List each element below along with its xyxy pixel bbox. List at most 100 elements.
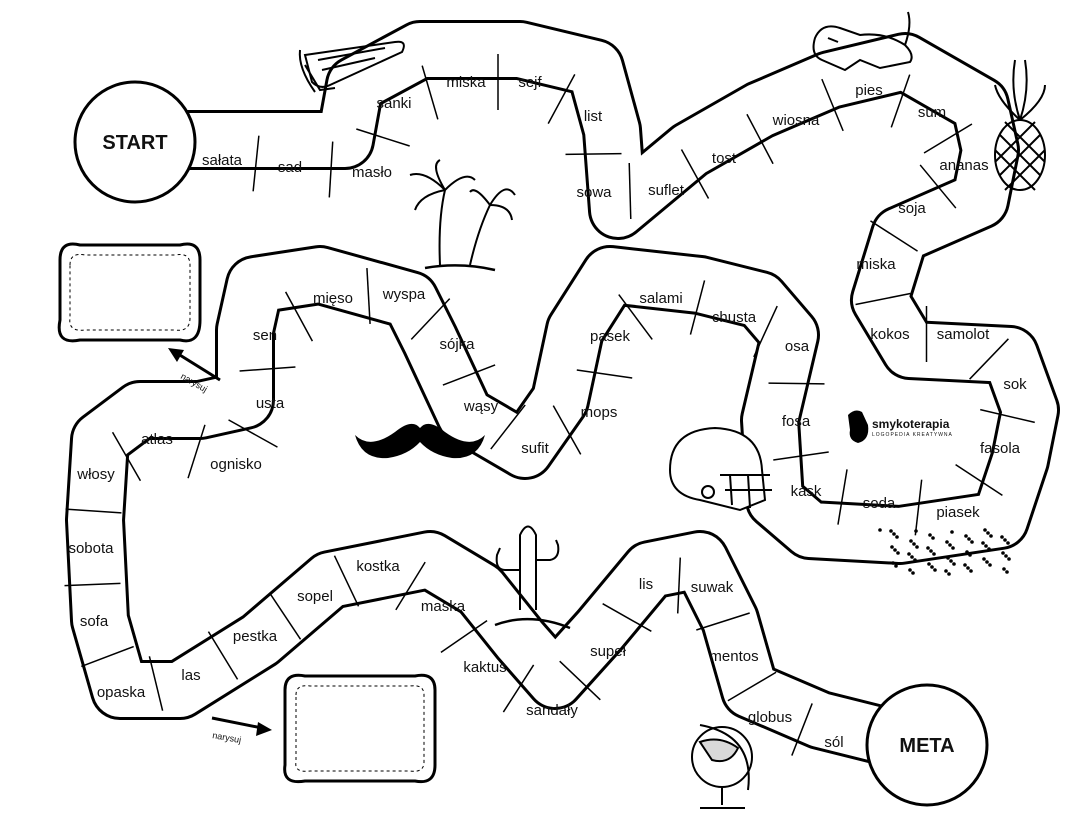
board-cell: mops <box>581 404 618 421</box>
board-cell: maska <box>421 598 466 615</box>
sand-dot <box>963 563 967 567</box>
cell-divider <box>768 382 825 385</box>
start-space: START <box>73 80 197 204</box>
board-cell: sen <box>253 327 277 344</box>
board-cell: sandały <box>526 702 578 719</box>
cell-divider <box>111 431 142 482</box>
sand-dots <box>878 528 1011 576</box>
sand-dot <box>892 532 896 536</box>
finish-label: META <box>899 735 954 757</box>
board-cell: wiosna <box>772 112 820 129</box>
board-cell: atlas <box>141 431 173 448</box>
sand-dot <box>928 533 932 537</box>
arrow-icon: narysuj <box>212 716 272 745</box>
cell-divider <box>490 404 526 450</box>
cell-divider <box>356 128 410 147</box>
drawing-frame-bottom[interactable] <box>283 673 437 784</box>
board-cell: sok <box>1003 376 1027 393</box>
sand-dot <box>1002 567 1006 571</box>
sand-dot <box>891 561 895 565</box>
cell-divider <box>366 268 371 324</box>
sand-dot <box>952 562 956 566</box>
sand-dot <box>985 560 989 564</box>
board-cell: wyspa <box>382 286 426 303</box>
sand-dot <box>894 564 898 568</box>
cell-divider <box>980 408 1035 424</box>
sand-dot <box>889 529 893 533</box>
drawing-frame-top[interactable] <box>57 242 202 343</box>
sand-dot <box>947 572 951 576</box>
board-cell: włosy <box>76 466 115 483</box>
sand-dot <box>912 542 916 546</box>
sand-dot <box>949 559 953 563</box>
cell-divider <box>576 369 633 379</box>
board-cell: wąsy <box>463 398 499 415</box>
cell-divider <box>333 555 360 607</box>
board-cell: kaktus <box>463 659 506 676</box>
board-cell: mięso <box>313 290 353 307</box>
board-cell: sad <box>278 159 302 176</box>
sand-dot <box>930 565 934 569</box>
board-cell: salami <box>639 290 682 307</box>
board-cell: sól <box>824 734 843 751</box>
sand-dot <box>910 555 914 559</box>
globe-icon <box>691 724 753 809</box>
sand-dot <box>1001 551 1005 555</box>
cell-divider <box>395 561 426 611</box>
board-cell: list <box>584 108 603 125</box>
board-cell: usta <box>256 395 285 412</box>
sand-dot <box>933 568 937 572</box>
cell-divider <box>65 508 122 514</box>
board-cell: globus <box>748 709 792 726</box>
cell-divider <box>552 405 582 455</box>
cell-divider <box>914 479 923 536</box>
cell-divider <box>791 703 813 756</box>
sand-dot <box>915 545 919 549</box>
board-cell: sanki <box>376 95 411 112</box>
board-cell: lis <box>639 576 653 593</box>
sand-dot <box>989 534 993 538</box>
cell-divider <box>955 464 1003 496</box>
cell-divider <box>187 424 206 479</box>
board-cell: piasek <box>936 504 980 521</box>
cell-divider <box>284 291 314 342</box>
board-cell: miska <box>856 256 896 273</box>
board-cell: miska <box>446 74 486 91</box>
sand-dot <box>890 545 894 549</box>
sand-dot <box>982 557 986 561</box>
logo-tagline: LOGOPEDIA KREATYWNA <box>872 432 953 438</box>
sand-dot <box>965 550 969 554</box>
cell-divider <box>64 582 121 587</box>
cell-divider <box>239 366 296 372</box>
sand-dot <box>1003 538 1007 542</box>
cell-divider <box>727 671 777 702</box>
cactus-icon <box>494 525 571 630</box>
sand-dot <box>951 546 955 550</box>
sand-dot <box>911 571 915 575</box>
sand-dot <box>895 535 899 539</box>
board-cell: sum <box>918 104 946 121</box>
cell-divider <box>923 123 973 154</box>
board-cell: sopel <box>297 588 333 605</box>
board-cell: opaska <box>97 684 146 701</box>
cell-dividers <box>64 54 1035 756</box>
sand-dot <box>986 531 990 535</box>
cell-divider <box>421 65 439 120</box>
finish-space: META <box>865 683 989 807</box>
sand-dot <box>932 552 936 556</box>
board-cell: suwak <box>691 579 734 596</box>
board-cell: kostka <box>356 558 400 575</box>
sand-dot <box>926 546 930 550</box>
pineapple-icon <box>994 59 1046 191</box>
cell-divider <box>440 620 488 653</box>
cell-divider <box>746 113 774 165</box>
sand-dot <box>914 529 918 533</box>
cell-divider <box>81 645 134 668</box>
sand-dot <box>913 558 917 562</box>
board-cell: soja <box>898 200 926 217</box>
board-cell: pestka <box>233 628 278 645</box>
sand-dot <box>987 547 991 551</box>
cell-divider <box>689 280 706 335</box>
